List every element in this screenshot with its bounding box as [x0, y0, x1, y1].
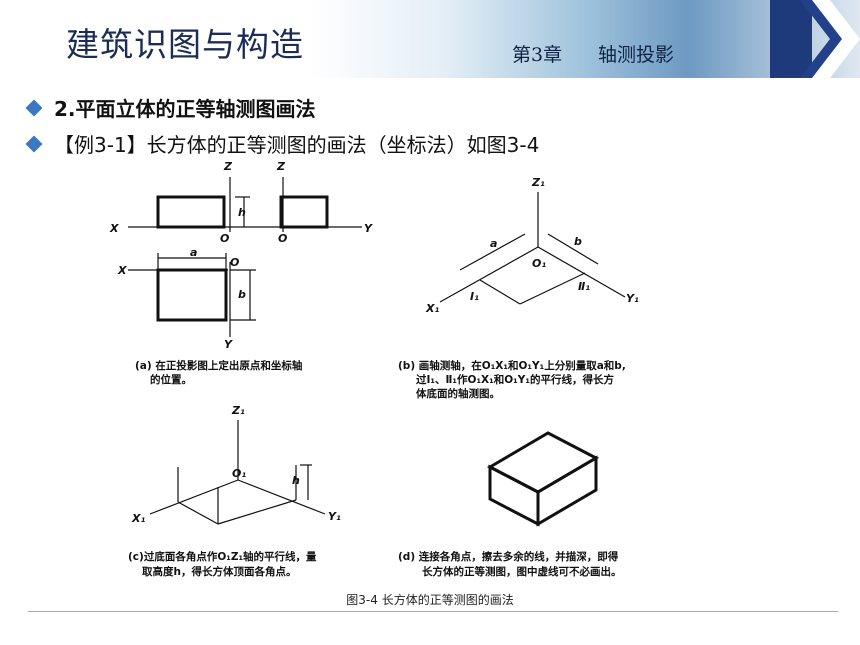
label-h-a: h	[238, 206, 246, 219]
bullet-text-2: 【例3-1】长方体的正等测图的画法（坐标法）如图3-4	[54, 133, 540, 157]
label-o-b: O₁	[532, 257, 546, 270]
label-z-a1: Z	[223, 160, 233, 173]
label-h-c: h	[292, 474, 300, 487]
bullet-item-1: 2.平面立体的正等轴测图画法	[25, 93, 316, 122]
label-a-a: a	[190, 246, 197, 259]
label-y-c: Y₁	[328, 510, 341, 523]
caption-b-line1: (b) 画轴测轴，在O₁X₁和O₁Y₁上分别量取a和b,	[398, 359, 626, 372]
label-b-b: b	[574, 235, 582, 248]
label-x-c: X₁	[131, 512, 145, 525]
bullet-text-1: 2.平面立体的正等轴测图画法	[54, 97, 316, 121]
divider	[28, 611, 838, 612]
label-x-a2: X	[117, 264, 127, 277]
label-o-a1: O	[220, 232, 229, 245]
slide-header: 建筑识图与构造 第3章 轴测投影	[0, 0, 860, 78]
caption-a-line2: 的位置。	[150, 373, 192, 386]
label-a-b: a	[490, 237, 497, 250]
label-z-b: Z₁	[531, 176, 545, 189]
label-x-b: X₁	[425, 302, 439, 315]
label-z-c: Z₁	[231, 404, 245, 417]
caption-d-line1: (d) 连接各角点，擦去多余的线，并描深，即得	[398, 550, 619, 563]
caption-c-line2: 取高度h，得长方体顶面各角点。	[142, 565, 296, 578]
label-b-a: b	[238, 288, 246, 301]
bullet-item-2: 【例3-1】长方体的正等测图的画法（坐标法）如图3-4	[25, 129, 540, 158]
diamond-bullet-icon	[25, 135, 43, 153]
label-ii-b: Ⅱ₁	[578, 280, 590, 293]
label-i-b: Ⅰ₁	[470, 290, 479, 303]
chapter-label: 第3章	[512, 44, 563, 66]
panel-b-drawing	[439, 192, 626, 305]
figure-caption: 图3-4 长方体的正等测图的画法	[346, 593, 514, 607]
caption-d-line2: 长方体的正等测图，图中虚线可不必画出。	[422, 565, 622, 578]
label-x-a1: X	[109, 222, 119, 235]
label-o-a2: O	[278, 232, 287, 245]
label-y-a2: Y	[224, 338, 233, 351]
topic-label: 轴测投影	[598, 44, 675, 66]
caption-a-line1: (a) 在正投影图上定出原点和坐标轴	[135, 359, 302, 372]
caption-c-line1: (c)过底面各角点作O₁Z₁轴的平行线，量	[128, 550, 317, 563]
label-y-a1: Y	[364, 222, 373, 235]
caption-b-line3: 体底面的轴测图。	[416, 387, 500, 400]
label-y-b: Y₁	[626, 292, 639, 305]
panel-c-drawing	[149, 420, 326, 525]
caption-b-line2: 过Ⅰ₁、Ⅱ₁作O₁X₁和O₁Y₁的平行线，得长方	[416, 373, 614, 386]
label-o-a3: O	[230, 256, 239, 269]
diamond-bullet-icon	[25, 99, 43, 117]
course-title: 建筑识图与构造	[66, 25, 304, 64]
axonometric-figure: Z Z X Y O O h X Y O a b Z₁ O₁ X₁ Y₁ a b …	[109, 160, 639, 578]
chevron-decoration-icon	[770, 0, 860, 78]
label-z-a2: Z	[276, 160, 286, 173]
panel-a-drawing	[128, 177, 362, 337]
label-o-c: O₁	[232, 467, 246, 480]
panel-d-drawing	[486, 431, 600, 527]
